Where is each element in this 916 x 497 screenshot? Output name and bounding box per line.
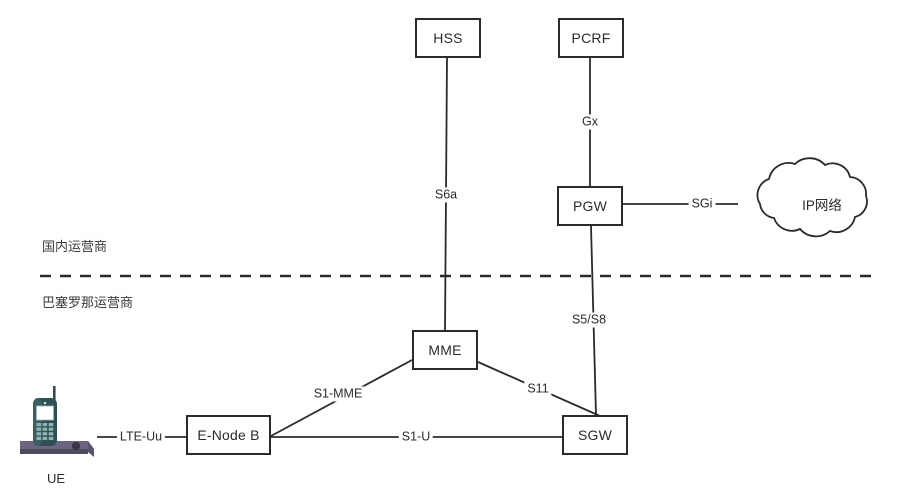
zone-label-visited-operator: 巴塞罗那运营商 — [42, 295, 134, 310]
edge-label-s1-mme: S1-MME — [310, 386, 366, 402]
node-mme-label: MME — [428, 342, 462, 358]
node-enode-b-label: E-Node B — [197, 427, 260, 443]
ip-network-cloud — [756, 157, 868, 238]
edge-label-lte-uu: LTE-Uu — [116, 429, 166, 445]
node-pcrf-label: PCRF — [571, 30, 611, 46]
node-hss[interactable]: HSS — [415, 18, 481, 58]
node-pcrf[interactable]: PCRF — [558, 18, 624, 58]
edge-label-s1-u: S1-U — [398, 429, 434, 445]
zone-label-home-operator: 国内运营商 — [42, 239, 108, 254]
node-ue-label: UE — [46, 471, 66, 486]
edge-label-s6a: S6a — [431, 187, 461, 203]
ue-device[interactable] — [14, 385, 100, 467]
edge-label-sgi: SGi — [688, 196, 716, 212]
node-pgw[interactable]: PGW — [557, 186, 623, 226]
node-mme[interactable]: MME — [412, 330, 478, 370]
node-enode-b[interactable]: E-Node B — [186, 415, 271, 455]
node-pgw-label: PGW — [572, 198, 608, 214]
edge-label-s11: S11 — [524, 381, 552, 397]
edge-label-gx: Gx — [579, 114, 601, 130]
node-ip-network-label: IP网络 — [802, 198, 842, 213]
ue-phone-icon — [20, 386, 94, 457]
edge-label-s5-s8: S5/S8 — [568, 312, 610, 328]
node-sgw-label: SGW — [577, 427, 613, 443]
node-hss-label: HSS — [433, 30, 463, 46]
node-sgw[interactable]: SGW — [562, 415, 628, 455]
